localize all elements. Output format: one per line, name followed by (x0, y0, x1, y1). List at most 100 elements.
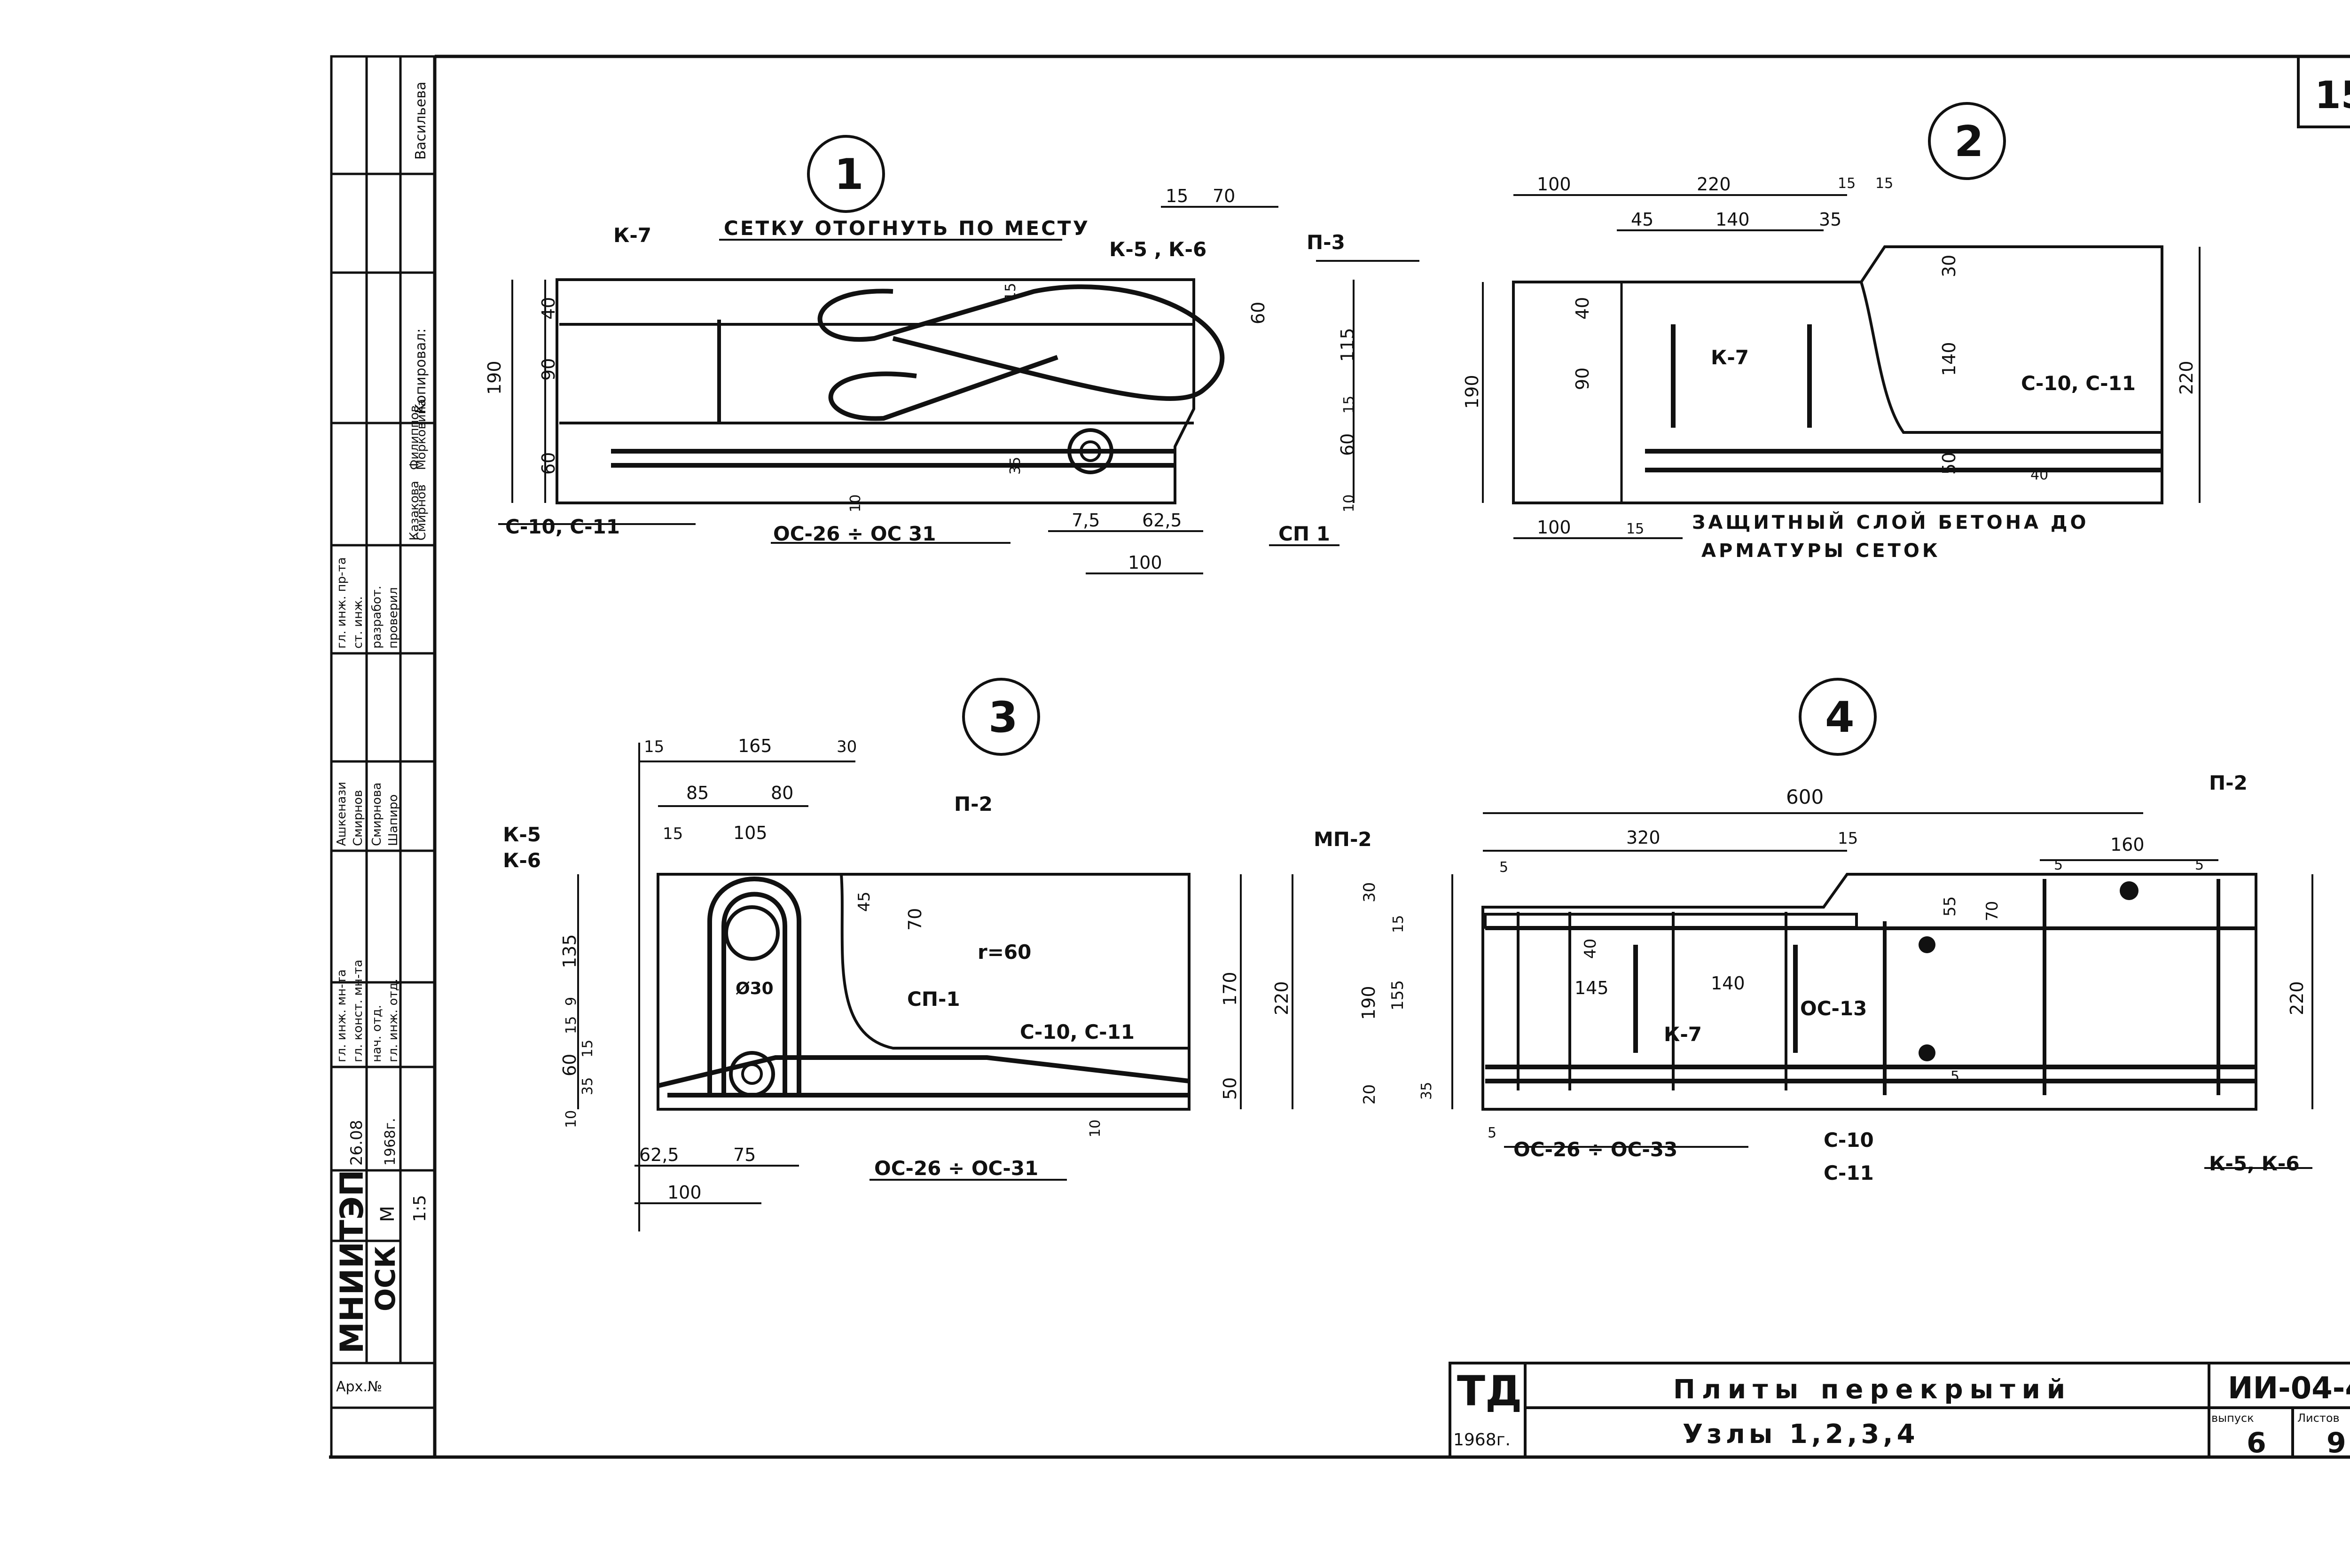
d3-dim-10b: 10 (1087, 1120, 1104, 1137)
d1-dim-15c: 15 (1341, 396, 1357, 414)
d2-label-k7: К-7 (1711, 346, 1749, 369)
title-block (1449, 1362, 2350, 1458)
d2-dim-45: 45 (1631, 209, 1653, 230)
d3-dim-15c: 15 (563, 1016, 580, 1034)
d1-dim-75: 7,5 (1072, 510, 1100, 531)
detail-3-marker (962, 678, 1040, 756)
d3-label-d30: Ø30 (736, 979, 774, 998)
d1-dim-625: 62,5 (1142, 510, 1182, 531)
d1-dim-60c: 60 (1337, 433, 1358, 456)
d1-dim-10b: 10 (1341, 494, 1357, 512)
d3-dim-50: 50 (1220, 1077, 1240, 1100)
sheet-frame (329, 55, 2350, 1459)
d3-dim-165: 165 (738, 736, 772, 756)
d4-label-mp2: МП-2 (1314, 828, 1372, 851)
stamp-date2: 1968г. (382, 1118, 399, 1166)
stamp-scale-label: М (377, 1206, 399, 1222)
d1-dim-115: 115 (1337, 328, 1358, 362)
tb-issue-value: 6 (2247, 1427, 2266, 1459)
d1-slab-outline (556, 278, 1195, 504)
tb-title-1: Плиты перекрытий (1673, 1374, 2072, 1405)
d1-label-sp1: СП 1 (1278, 522, 1330, 545)
d3-dim-105: 105 (733, 823, 768, 843)
d2-dim-15b: 15 (1875, 175, 1893, 192)
d4-dim-145: 145 (1574, 978, 1609, 998)
stamp-name-3: Смирнова (370, 783, 384, 846)
detail-2-number: 2 (1954, 117, 1984, 166)
d4-dim-5e: 5 (1950, 1068, 1959, 1085)
d4-dim-30: 30 (1360, 882, 1379, 902)
d3-loop-p2 (707, 877, 801, 1095)
d2-bend (1860, 282, 2162, 434)
d2-dim-50: 50 (1939, 452, 1959, 475)
d3-label-k6: К-6 (503, 849, 541, 872)
d3-label-oc: ОС-26 ÷ ОС-31 (874, 1157, 1038, 1180)
d4-label-k5k6: К-5, К-6 (2209, 1152, 2300, 1175)
stamp-date1: 26.08 (347, 1120, 366, 1166)
stamp-role2-2: ст. инж. (351, 596, 365, 649)
tb-title-2: Узлы 1,2,3,4 (1683, 1419, 1919, 1450)
d4-dim-160: 160 (2110, 834, 2145, 855)
d2-dim-35: 35 (1819, 209, 1841, 230)
d1-dim-60b: 60 (1248, 302, 1269, 324)
d4-dim-15b: 15 (1390, 915, 1407, 933)
d4-dim-40: 40 (1581, 939, 1600, 959)
d2-dim-40b: 40 (2030, 467, 2048, 483)
d4-label-k7: К-7 (1664, 1023, 1702, 1046)
detail-1-marker (807, 135, 885, 213)
stamp-role-4: гл. инж. отд. (386, 979, 400, 1062)
d4-label-p2: П-2 (2209, 771, 2248, 794)
d2-dim-190: 190 (1462, 375, 1482, 409)
d1-dim-60a: 60 (538, 452, 559, 475)
d4-dim-600: 600 (1786, 785, 1824, 808)
detail-4-number: 4 (1825, 693, 1855, 742)
d3-dim-35: 35 (580, 1077, 596, 1095)
d4-label-c10: С-10 (1824, 1129, 1874, 1152)
stamp-scale-value: 1:5 (410, 1195, 430, 1222)
stamp-copied-name: Васильева (413, 82, 429, 160)
d2-dim-140a: 140 (1716, 209, 1750, 230)
stamp-copied-label: Копировал: (413, 328, 429, 414)
d3-label-p2: П-2 (954, 792, 993, 815)
detail-3: 3 К-5 К-6 П-2 r=60 СП-1 С-10, С-11 ОС-26… (503, 678, 1293, 1231)
d1-dim-190: 190 (484, 361, 505, 395)
d3-slab-outline (657, 873, 1191, 1111)
stamp-role-2: гл. конст. мн-та (351, 960, 365, 1062)
stamp-archive-label: Арх.№ (336, 1379, 382, 1395)
d4-p2-bar (2120, 881, 2138, 900)
sheet-number-box: 15 (2297, 55, 2350, 128)
d1-label-k5k6: К-5 , К-6 (1109, 238, 1206, 261)
stamp-name-1: Ашкенази (335, 782, 349, 846)
d1-dim-35: 35 (1007, 457, 1024, 475)
d1-bar-circle (1067, 428, 1113, 474)
detail-1: 1 СЕТКУ ОТОГНУТЬ ПО МЕСТУ К-7 К-5 , К-6 … (484, 135, 1419, 574)
d1-label-p3: П-3 (1307, 231, 1345, 254)
stamp-name2-2: Филиппов (407, 405, 422, 470)
d2-dim-15a: 15 (1838, 175, 1856, 192)
d4-dim-5b: 5 (2054, 857, 2063, 873)
d3-mesh (657, 1055, 1190, 1088)
d3-dim-100: 100 (667, 1182, 702, 1203)
d1-label-oc: ОС-26 ÷ ОС 31 (773, 522, 936, 545)
d3-label-c10c11: С-10, С-11 (1020, 1020, 1135, 1043)
side-stamp-text: МНИИТЭП ОСК М 1:5 26.08 1968г. гл. инж. … (334, 82, 430, 1395)
stamp-role2-3: разработ. (370, 586, 384, 649)
d3-bar-30 (724, 905, 780, 961)
d3-bend (840, 874, 1189, 1050)
d3-label-sp1: СП-1 (907, 988, 960, 1011)
d2-note-1: ЗАЩИТНЫЙ СЛОЙ БЕТОНА ДО (1692, 511, 2089, 533)
stamp-role-3: нач. отд. (370, 1005, 384, 1062)
d3-dim-80: 80 (771, 783, 793, 803)
d2-dim-15c: 15 (1626, 521, 1644, 537)
d1-note: СЕТКУ ОТОГНУТЬ ПО МЕСТУ (724, 217, 1090, 240)
d3-dim-85: 85 (686, 783, 709, 803)
d3-dim-70: 70 (905, 908, 925, 931)
tb-sheet-label: Листов (2297, 1411, 2340, 1425)
d2-dim-90: 90 (1572, 368, 1593, 390)
detail-4-marker (1799, 678, 1877, 756)
sheet-number: 15 (2315, 73, 2350, 117)
detail-2-marker (1928, 102, 2006, 180)
tb-year: 1968г. (1453, 1430, 1511, 1450)
d3-label-k5: К-5 (503, 823, 541, 846)
d3-dim-30: 30 (837, 737, 857, 756)
